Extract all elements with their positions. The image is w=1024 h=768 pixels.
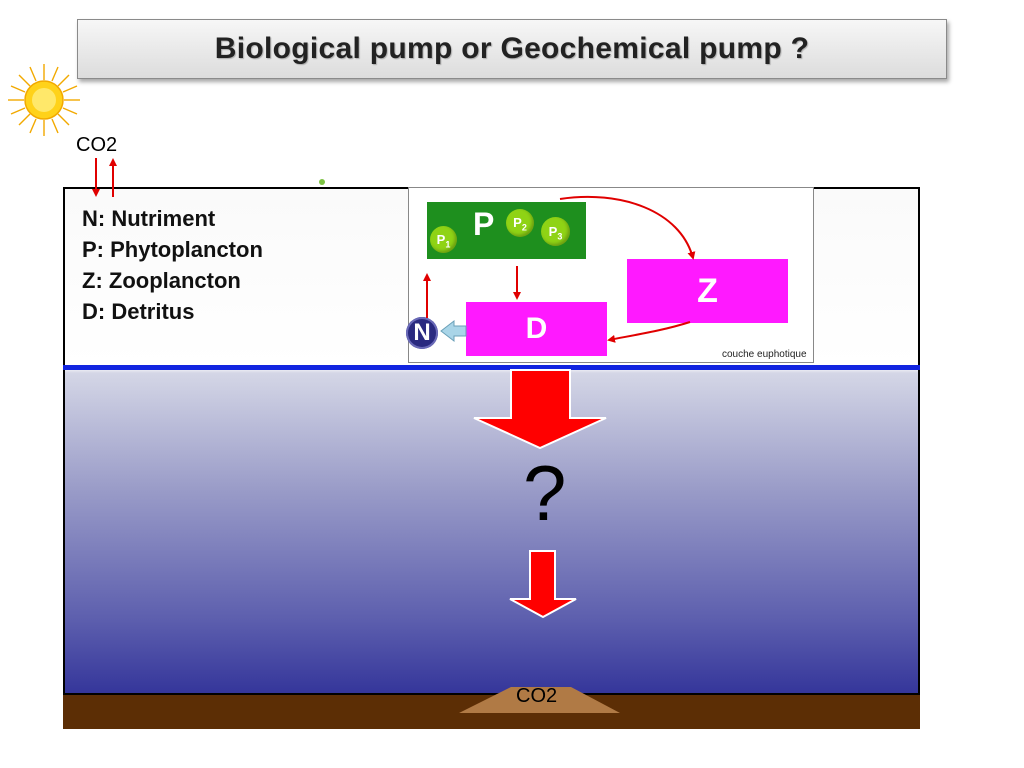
legend-item-n: N: Nutriment	[82, 206, 216, 231]
slide-title: Biological pump or Geochemical pump ?	[214, 32, 810, 65]
legend-item-p: P: Phytoplancton	[82, 237, 263, 262]
legend-item-z: Z: Zooplancton	[82, 268, 241, 293]
nutrient-circle: N	[406, 317, 438, 349]
green-dot	[319, 179, 325, 185]
phytoplankton-label: P	[473, 206, 495, 242]
zooplankton-box: Z	[627, 259, 788, 323]
p3-circle: P3	[541, 217, 570, 246]
legend-item-d: D: Detritus	[82, 299, 195, 324]
seafloor	[63, 695, 920, 729]
detritus-box: D	[466, 302, 607, 356]
p1-circle: P1	[430, 226, 457, 253]
co2-sediment-label: CO2	[516, 685, 558, 707]
title-bar: Biological pump or Geochemical pump ?	[77, 19, 947, 79]
euphotic-layer-caption: couche euphotique	[722, 349, 807, 360]
p2-circle: P2	[506, 209, 534, 237]
co2-atmosphere-label: CO2	[76, 134, 118, 156]
legend: N: Nutriment P: Phytoplancton Z: Zooplan…	[82, 203, 263, 327]
question-mark: ?	[523, 449, 567, 537]
euphotic-boundary-line	[63, 365, 920, 370]
